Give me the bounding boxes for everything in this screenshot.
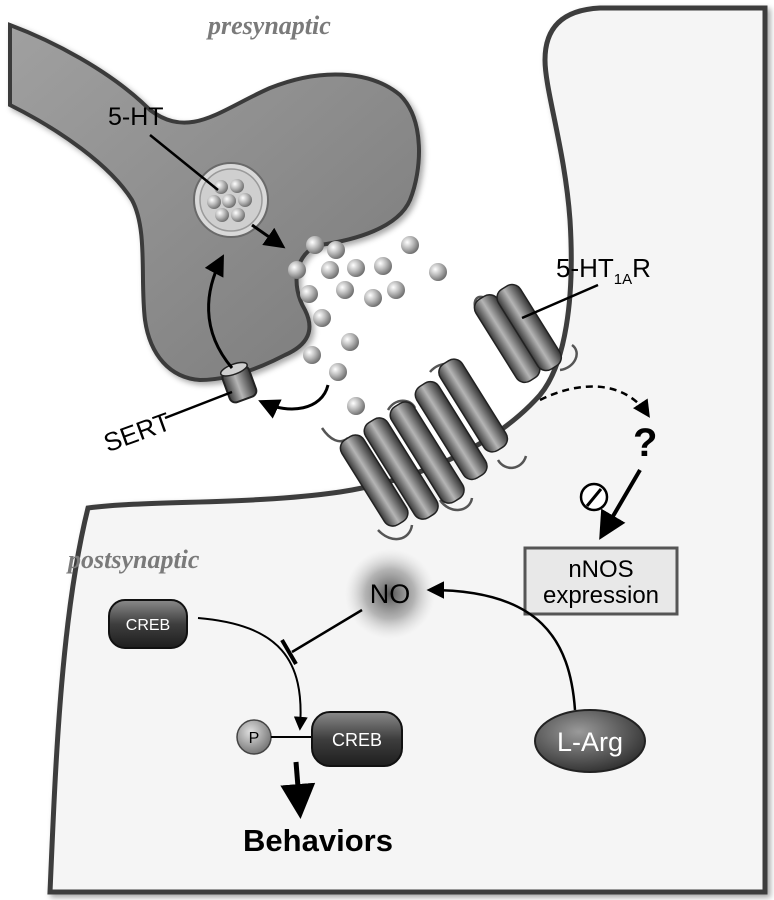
reuptake-arrow <box>258 384 330 419</box>
sert-label: SERT <box>100 406 175 458</box>
creb-activation-arrow <box>197 617 308 731</box>
no-glow <box>345 549 435 639</box>
nnos-label: nNOS <box>568 556 633 583</box>
no-label: NO <box>370 579 411 609</box>
pcreb-label: CREB <box>332 730 382 750</box>
ht1a-receptor <box>320 283 578 541</box>
l-arg-node: L-Arg <box>534 709 646 773</box>
serotonin-label: 5-HT <box>108 103 164 131</box>
released-serotonin <box>288 236 447 415</box>
release-arrow <box>251 223 286 249</box>
sert-pointer <box>164 390 233 420</box>
receptor-label: 5-HT1AR <box>556 253 651 288</box>
unknown-pathway-arrow <box>539 385 650 418</box>
pcreb-node: CREB <box>311 711 403 767</box>
presynaptic-label: presynaptic <box>206 11 331 40</box>
larg-to-no-arrow <box>426 581 577 711</box>
receptor-pointer <box>521 283 599 320</box>
nnos-arrow <box>599 468 642 540</box>
serotonin-vesicle <box>193 162 269 238</box>
creb-label: CREB <box>126 617 170 634</box>
inhibition-symbol <box>579 482 609 512</box>
nnos-expression-box: nNOS expression <box>523 546 679 616</box>
postsynaptic-label: postsynaptic <box>66 545 200 574</box>
serotonin-pointer <box>149 134 219 191</box>
behavior-arrow <box>280 761 316 819</box>
nnos-expression-label: expression <box>543 582 659 609</box>
no-inhibition-line <box>291 608 363 654</box>
postsynaptic-cell <box>47 5 768 895</box>
phosphate-label: P <box>249 730 260 747</box>
recycle-arrow <box>204 254 234 369</box>
no-inhibition-bar <box>280 638 298 666</box>
unknown-mark: ? <box>633 421 657 465</box>
l-arg-label: L-Arg <box>557 727 623 757</box>
behaviors-label: Behaviors <box>243 823 393 858</box>
creb-node: CREB <box>108 599 188 649</box>
